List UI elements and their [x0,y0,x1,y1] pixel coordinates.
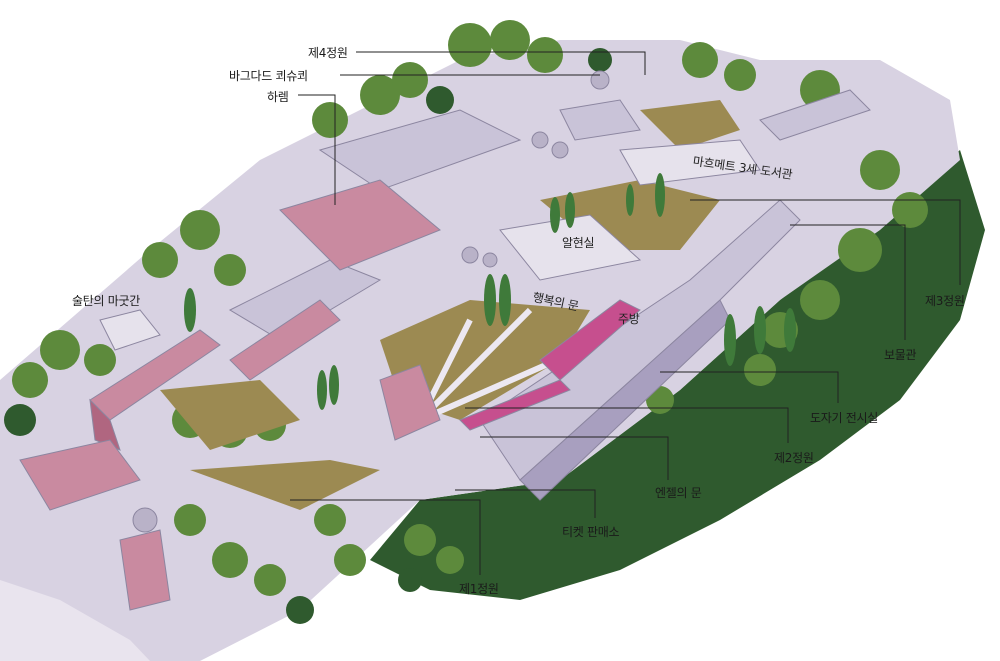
label-baghdad-kiosk: 바그다드 쾨슈쾨 [229,69,308,83]
leader-lines [290,51,961,575]
label-third-courtyard: 제3정원 [925,294,965,308]
label-gate-of-salutation: 엔젤의 문 [655,486,702,500]
label-second-courtyard: 제2정원 [774,451,814,465]
label-imperial-stables: 술탄의 마굿간 [72,294,140,308]
label-kitchens: 주방 [618,312,640,326]
sea-shore [0,580,150,661]
label-porcelain-exhibit: 도자기 전시실 [810,411,878,425]
label-ticket-office: 티켓 판매소 [562,525,620,539]
domes [132,70,610,533]
label-harem: 하렘 [267,90,289,104]
label-first-courtyard: 제1정원 [459,582,499,596]
label-fourth-courtyard: 제4정원 [308,46,348,60]
buildings [19,89,871,611]
label-audience-hall: 알현실 [562,236,595,250]
label-treasury: 보물관 [884,348,917,362]
dark-trees [4,48,612,624]
cypress-trees [184,173,796,410]
